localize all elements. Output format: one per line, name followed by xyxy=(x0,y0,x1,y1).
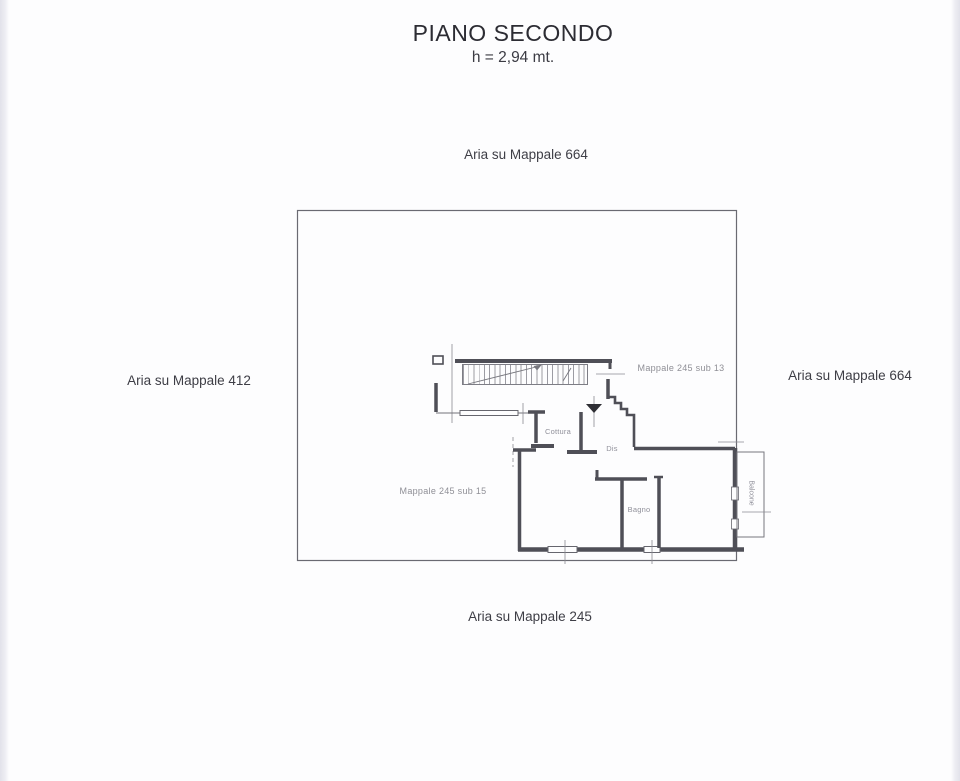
room-label-dis: Dis xyxy=(606,444,618,453)
window-symbol xyxy=(459,410,519,416)
aria-label-left: Aria su Mappale 412 xyxy=(127,373,251,388)
room-label-balcone: Balcone xyxy=(747,480,755,506)
window-symbol xyxy=(547,546,578,553)
cottura-walls xyxy=(528,410,597,454)
parcel-label-sub15: Mappale 245 sub 15 xyxy=(399,486,487,496)
scan-edge-right xyxy=(951,0,960,781)
room-label-cottura: Cottura xyxy=(545,427,571,436)
aria-label-bottom: Aria su Mappale 245 xyxy=(468,609,592,624)
balcony-door-symbol xyxy=(731,486,739,501)
balcony-outline xyxy=(736,451,771,538)
room-label-bagno: Bagno xyxy=(627,505,651,514)
parcel-label-sub13: Mappale 245 sub 13 xyxy=(637,363,725,373)
floor-height-label: h = 2,94 mt. xyxy=(471,49,555,66)
staircase-hatching xyxy=(462,364,588,385)
stair-hall xyxy=(432,344,625,424)
entrance-door-marker xyxy=(586,396,602,427)
outer-boundary xyxy=(296,209,738,562)
unit-outer-walls xyxy=(512,437,744,564)
bagno-walls xyxy=(595,470,663,548)
stepped-wall xyxy=(608,395,744,451)
floor-title: PIANO SECONDO xyxy=(412,20,614,46)
stair-direction-arrow xyxy=(467,364,572,385)
window-symbol xyxy=(731,518,739,530)
column-square xyxy=(432,355,444,365)
aria-label-top: Aria su Mappale 664 xyxy=(464,147,588,162)
aria-label-right: Aria su Mappale 664 xyxy=(788,368,912,383)
scan-edge-left xyxy=(0,0,9,781)
